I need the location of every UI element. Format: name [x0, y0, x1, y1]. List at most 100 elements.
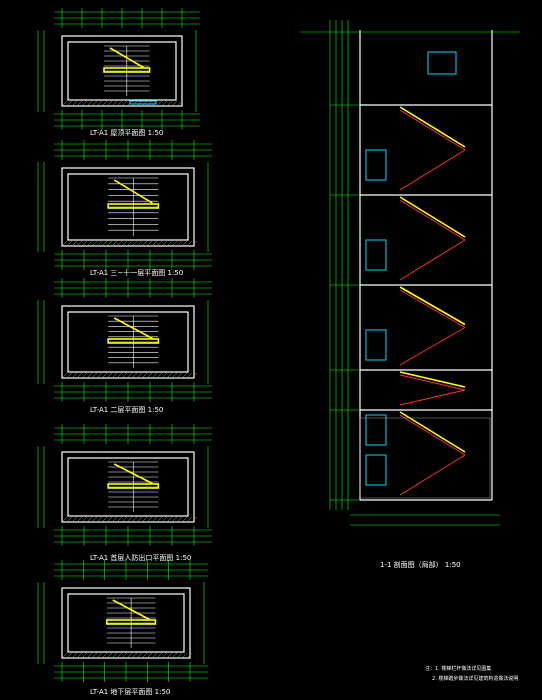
wall-hatch [81, 100, 88, 107]
section-top-window [427, 51, 457, 75]
wall-hatch [86, 100, 93, 107]
stair-section [300, 20, 520, 526]
wall-hatch [81, 240, 88, 247]
wall-hatch [66, 372, 73, 379]
wall-hatch [91, 652, 98, 659]
wall-hatch [76, 516, 83, 523]
wall-hatch [136, 240, 143, 247]
stair-flight-down [399, 414, 466, 456]
wall-hatch [101, 652, 108, 659]
wall-hatch [166, 652, 173, 659]
wall-hatch [126, 240, 133, 247]
wall-hatch [146, 652, 153, 659]
section-window [365, 414, 387, 446]
wall-hatch [66, 652, 73, 659]
wall-hatch [76, 100, 83, 107]
section-window [365, 454, 387, 486]
stair-handrail [107, 203, 160, 209]
wall-hatch [181, 516, 188, 523]
wall-hatch [71, 516, 78, 523]
wall-hatch [96, 652, 103, 659]
wall-hatch [191, 240, 198, 247]
wall-hatch [171, 372, 178, 379]
wall-hatch [171, 240, 178, 247]
wall-hatch [166, 516, 173, 523]
wall-hatch [61, 372, 68, 379]
wall-hatch [186, 516, 193, 523]
wall-hatch [156, 516, 163, 523]
wall-hatch [116, 372, 123, 379]
wall-hatch [161, 372, 168, 379]
wall-hatch [141, 652, 148, 659]
inner-wall [67, 311, 189, 373]
wall-hatch [71, 240, 78, 247]
wall-hatch [76, 240, 83, 247]
floor-plan-4 [37, 424, 212, 546]
stair-break-line [113, 317, 153, 340]
wall-hatch [61, 516, 68, 523]
wall-hatch [96, 516, 103, 523]
stair-flight-down [399, 289, 466, 328]
inner-wall [67, 41, 177, 101]
wall-hatch [166, 372, 173, 379]
wall-hatch [191, 516, 198, 523]
stair-break-line [112, 599, 150, 621]
wall-hatch [156, 240, 163, 247]
wall-hatch [116, 240, 123, 247]
wall-hatch [181, 652, 188, 659]
wall-hatch [91, 372, 98, 379]
wall-hatch [106, 652, 113, 659]
inner-wall [67, 173, 189, 241]
wall-hatch [81, 516, 88, 523]
plan-caption-3: LT-A1 二层平面图 1:50 [90, 406, 163, 414]
section-window [365, 239, 387, 271]
stair-flight-return [399, 454, 466, 496]
section-handrail [399, 106, 466, 148]
section-handrail [399, 371, 466, 388]
wall-hatch [161, 516, 168, 523]
wall-hatch [101, 240, 108, 247]
wall-hatch [151, 652, 158, 659]
wall-hatch [66, 100, 73, 107]
wall-hatch [106, 372, 113, 379]
roof-window [129, 100, 157, 105]
wall-hatch [146, 516, 153, 523]
wall-hatch [151, 516, 158, 523]
wall-hatch [141, 240, 148, 247]
wall-hatch [181, 240, 188, 247]
wall-hatch [151, 372, 158, 379]
wall-hatch [61, 100, 68, 107]
outer-wall [61, 305, 195, 379]
outer-wall [61, 167, 195, 247]
stair-flight-return [399, 327, 466, 366]
wall-hatch [181, 372, 188, 379]
wall-hatch [166, 100, 173, 107]
wall-hatch [161, 240, 168, 247]
wall-hatch [171, 100, 178, 107]
wall-hatch [191, 372, 198, 379]
wall-hatch [141, 516, 148, 523]
wall-hatch [176, 516, 183, 523]
stair-flight-return [399, 389, 466, 406]
stair-flight-down [399, 374, 466, 391]
wall-hatch [91, 240, 98, 247]
wall-hatch [111, 240, 118, 247]
plan-caption-4: LT-A1 首层人防出口平面图 1:50 [90, 553, 191, 562]
wall-hatch [126, 652, 133, 659]
wall-hatch [71, 100, 78, 107]
wall-hatch [136, 372, 143, 379]
wall-hatch [176, 652, 183, 659]
section-handrail [399, 286, 466, 326]
section-note-1: 注：1. 楼梯栏杆做法详见图集 [425, 665, 491, 672]
wall-hatch [111, 372, 118, 379]
wall-hatch [96, 100, 103, 107]
wall-hatch [121, 240, 128, 247]
stair-flight-return [399, 149, 466, 191]
wall-hatch [126, 372, 133, 379]
wall-hatch [166, 240, 173, 247]
wall-hatch [131, 372, 138, 379]
wall-hatch [116, 516, 123, 523]
wall-hatch [61, 652, 68, 659]
wall-hatch [106, 516, 113, 523]
outer-wall [61, 451, 195, 523]
